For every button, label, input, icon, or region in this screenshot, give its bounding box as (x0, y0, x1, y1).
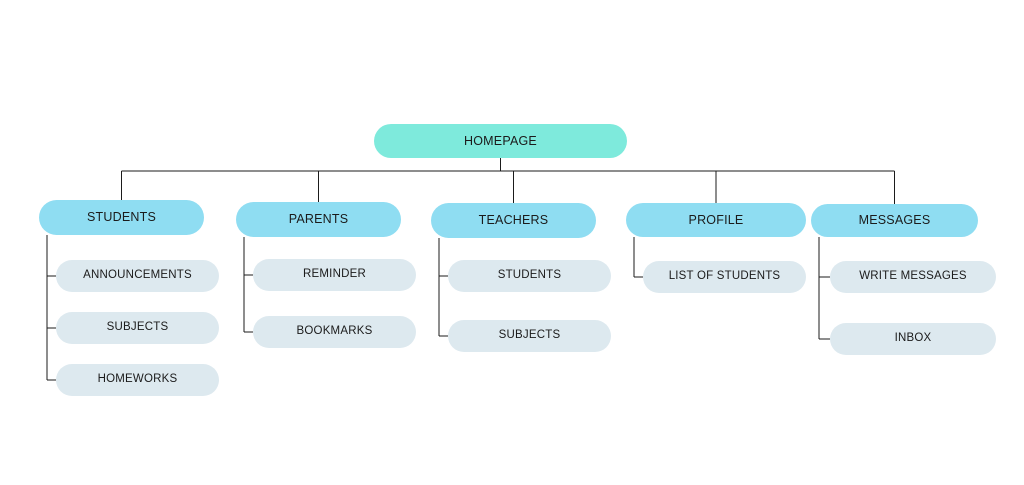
node-label: SUBJECTS (498, 329, 561, 342)
node-section-messages[interactable]: MESSAGES (811, 204, 978, 237)
node-label: REMINDER (303, 268, 366, 281)
node-leaf-messages-inbox[interactable]: INBOX (830, 323, 996, 355)
node-leaf-profile-list-of-students[interactable]: LIST OF STUDENTS (643, 261, 806, 293)
node-leaf-parents-reminder[interactable]: REMINDER (253, 259, 416, 291)
node-label: TEACHERS (478, 213, 549, 228)
node-section-students[interactable]: STUDENTS (39, 200, 204, 235)
node-leaf-teachers-subjects[interactable]: SUBJECTS (448, 320, 611, 352)
node-section-teachers[interactable]: TEACHERS (431, 203, 596, 238)
node-label: HOMEWORKS (97, 373, 178, 386)
node-label: INBOX (894, 332, 932, 345)
node-label: ANNOUNCEMENTS (83, 269, 192, 282)
node-label: LIST OF STUDENTS (668, 270, 781, 283)
node-label: HOMEPAGE (464, 133, 537, 148)
node-leaf-messages-write-messages[interactable]: WRITE MESSAGES (830, 261, 996, 293)
node-section-profile[interactable]: PROFILE (626, 203, 806, 237)
node-label: WRITE MESSAGES (859, 270, 967, 283)
node-leaf-students-homeworks[interactable]: HOMEWORKS (56, 364, 219, 396)
node-label: MESSAGES (858, 213, 931, 228)
node-label: SUBJECTS (106, 321, 169, 334)
node-homepage[interactable]: HOMEPAGE (374, 124, 627, 158)
node-label: STUDENTS (497, 269, 562, 282)
node-label: BOOKMARKS (296, 325, 373, 338)
node-label: PROFILE (688, 212, 744, 227)
node-label: PARENTS (288, 212, 349, 227)
node-leaf-teachers-students[interactable]: STUDENTS (448, 260, 611, 292)
node-label: STUDENTS (87, 210, 156, 225)
node-leaf-students-announcements[interactable]: ANNOUNCEMENTS (56, 260, 219, 292)
node-leaf-students-subjects[interactable]: SUBJECTS (56, 312, 219, 344)
node-leaf-parents-bookmarks[interactable]: BOOKMARKS (253, 316, 416, 348)
node-section-parents[interactable]: PARENTS (236, 202, 401, 237)
